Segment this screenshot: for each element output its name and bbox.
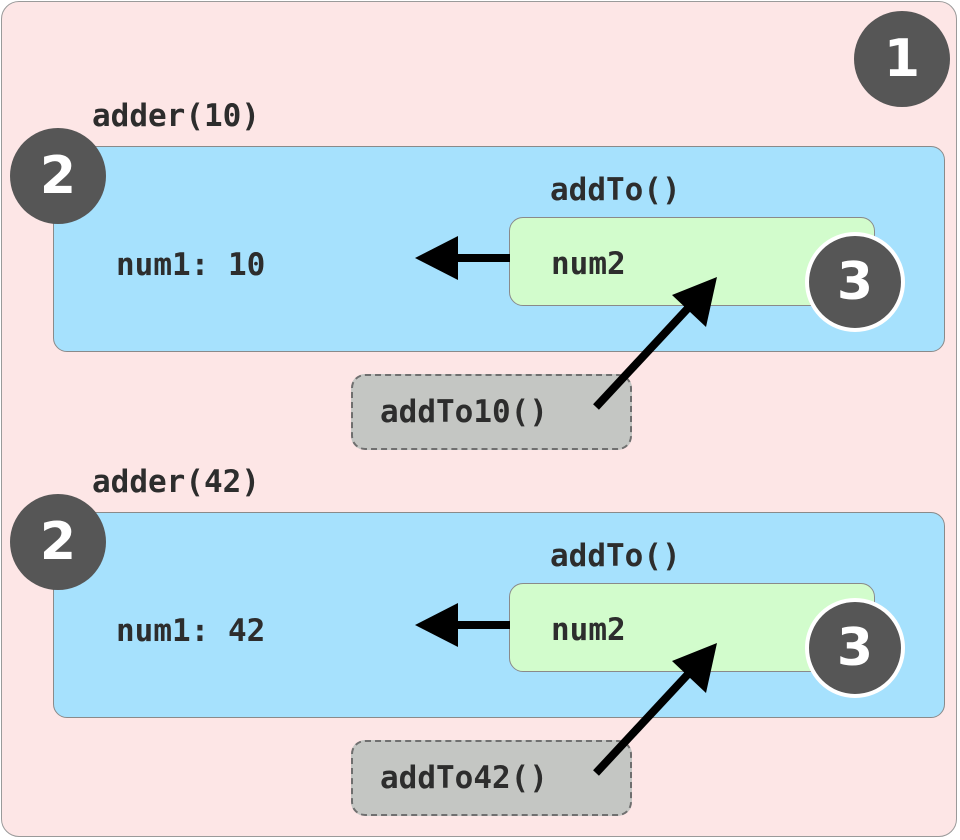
closure-scope-badge: 2 bbox=[10, 128, 106, 224]
num2-variable-label: num2 bbox=[551, 612, 626, 648]
num2-variable-label: num2 bbox=[551, 246, 626, 282]
scope-lookup-arrow bbox=[415, 603, 510, 647]
global-scope-badge: 1 bbox=[854, 11, 950, 107]
function-reference-box bbox=[351, 740, 632, 816]
scope-lookup-arrow bbox=[415, 236, 510, 280]
num1-variable-label: num1: 42 bbox=[116, 613, 266, 649]
inner-scope-badge: 3 bbox=[805, 598, 905, 698]
num1-variable-label: num1: 10 bbox=[116, 247, 266, 283]
function-reference-box bbox=[351, 374, 632, 450]
inner-function-label: addTo() bbox=[550, 172, 681, 208]
inner-scope-badge: 3 bbox=[805, 232, 905, 332]
reference-arrow bbox=[593, 643, 717, 776]
inner-function-label: addTo() bbox=[550, 538, 681, 574]
adder-call-label: adder(10) bbox=[92, 98, 260, 134]
function-reference-label: addTo10() bbox=[380, 394, 548, 430]
adder-call-label: adder(42) bbox=[92, 464, 260, 500]
closure-scope-badge: 2 bbox=[10, 494, 106, 590]
reference-arrow bbox=[593, 277, 717, 410]
function-reference-label: addTo42() bbox=[380, 760, 548, 796]
